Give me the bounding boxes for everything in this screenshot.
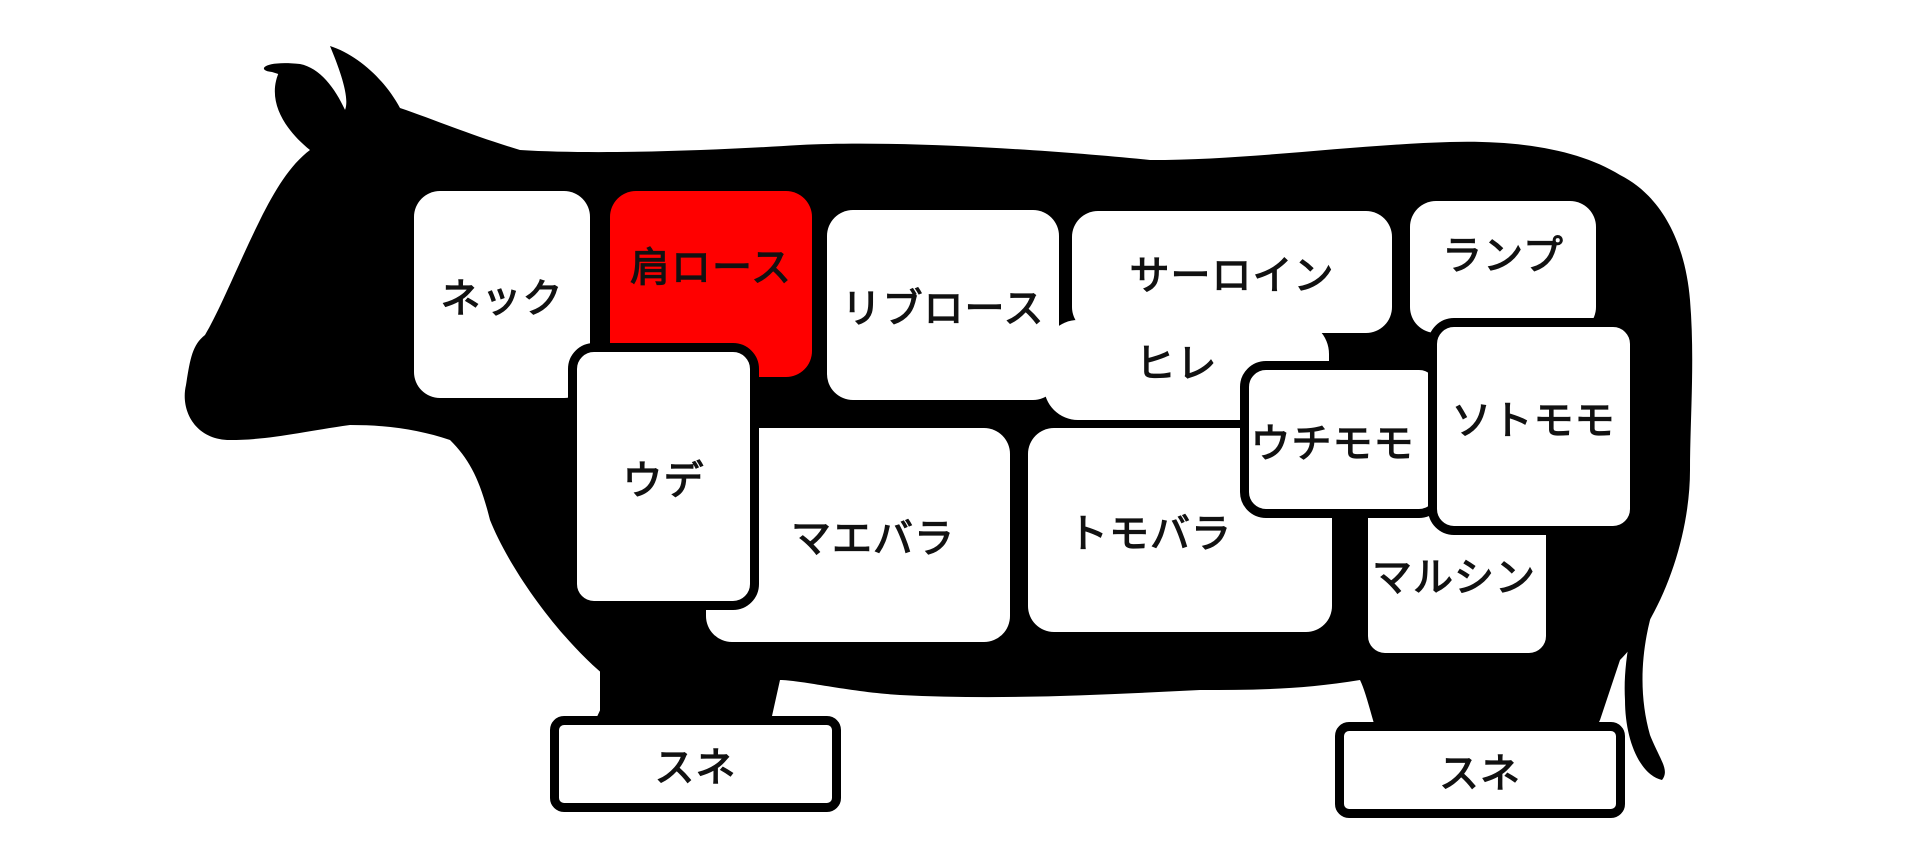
cut-rib-rosu[interactable]: リブロース [827,210,1059,400]
cut-sune-front[interactable]: スネ [550,716,841,812]
cow-horn [263,63,345,110]
cut-sune-rear[interactable]: スネ [1335,722,1625,818]
cut-sirloin-label: サーロイン [1129,253,1335,299]
cut-sotomomo-label: ソトモモ [1451,397,1616,444]
cow-tail [1624,250,1682,780]
cut-kata-rosu-label: 肩ロース [630,245,792,291]
cut-sune-front-label: スネ [654,745,737,791]
cut-uchimomo[interactable]: ウチモモ [1240,361,1445,518]
cut-ude-label: ウデ [622,457,705,504]
cut-maebara-label: マエバラ [791,516,955,562]
cut-kata-rosu[interactable]: 肩ロース [610,191,812,377]
cut-neck-label: ネック [440,275,564,322]
cut-neck[interactable]: ネック [414,191,590,398]
cut-uchimomo-label: ウチモモ [1250,420,1415,467]
cut-rump-label: ランプ [1442,233,1564,279]
cut-sune-rear-label: スネ [1439,751,1521,797]
cut-sirloin[interactable]: サーロイン [1072,211,1392,333]
cut-tomobara-label: トモバラ [1068,511,1232,557]
cut-rib-rosu-label: リブロース [841,286,1045,332]
cut-marushin-label: マルシン [1372,555,1536,601]
cut-hire-label: ヒレ [1135,341,1218,387]
cut-rump[interactable]: ランプ [1410,201,1596,333]
cut-ude[interactable]: ウデ [568,343,759,610]
cut-sotomomo[interactable]: ソトモモ [1428,318,1639,535]
